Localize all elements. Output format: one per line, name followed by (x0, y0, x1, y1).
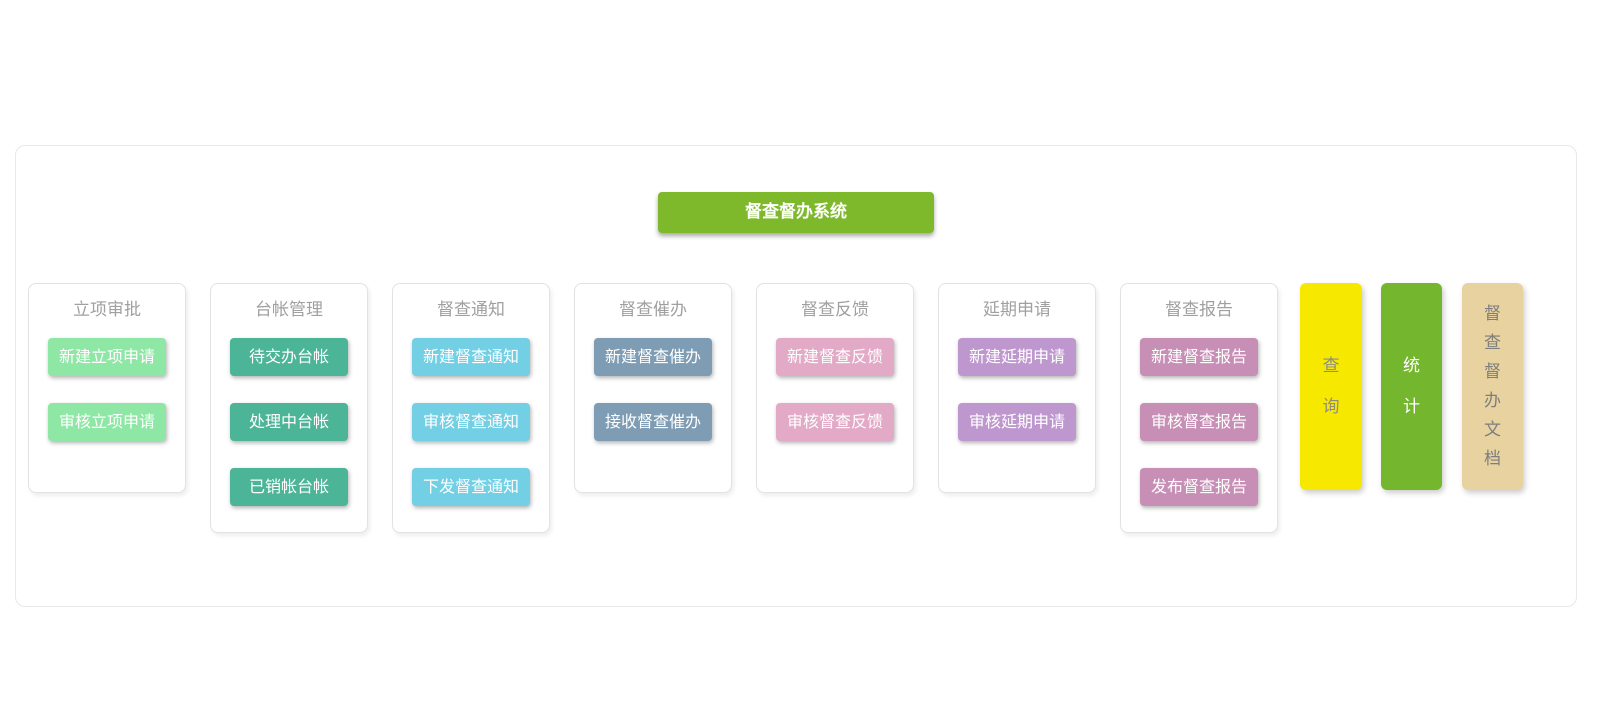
group-panel-extension-request: 延期申请 新建延期申请 审核延期申请 (938, 283, 1096, 493)
new-supervision-notice-button[interactable]: 新建督查通知 (412, 338, 530, 376)
group-panel-ledger-management: 台帐管理 待交办台帐 处理中台帐 已销帐台帐 (210, 283, 368, 533)
group-title: 延期申请 (983, 300, 1051, 320)
system-title-button[interactable]: 督查督办系统 (658, 192, 934, 233)
review-extension-request-button[interactable]: 审核延期申请 (958, 403, 1076, 441)
review-supervision-feedback-button[interactable]: 审核督查反馈 (776, 403, 894, 441)
group-title: 立项审批 (73, 300, 141, 320)
statistics-button[interactable]: 统计 (1381, 283, 1442, 490)
issue-supervision-notice-button[interactable]: 下发督查通知 (412, 468, 530, 506)
group-panel-supervision-feedback: 督查反馈 新建督查反馈 审核督查反馈 (756, 283, 914, 493)
in-process-ledger-button[interactable]: 处理中台帐 (230, 403, 348, 441)
new-supervision-urge-button[interactable]: 新建督查催办 (594, 338, 712, 376)
query-button-label: 查询 (1322, 355, 1340, 417)
group-panel-supervision-report: 督查报告 新建督查报告 审核督查报告 发布督查报告 (1120, 283, 1278, 533)
supervision-documents-button[interactable]: 督查督办文档 (1462, 283, 1523, 490)
closed-ledger-button[interactable]: 已销帐台帐 (230, 468, 348, 506)
query-button[interactable]: 查询 (1300, 283, 1362, 490)
group-title: 台帐管理 (255, 300, 323, 320)
new-project-application-button[interactable]: 新建立项申请 (48, 338, 166, 376)
group-panel-supervision-notice: 督查通知 新建督查通知 审核督查通知 下发督查通知 (392, 283, 550, 533)
new-supervision-report-button[interactable]: 新建督查报告 (1140, 338, 1258, 376)
publish-supervision-report-button[interactable]: 发布督查报告 (1140, 468, 1258, 506)
review-project-application-button[interactable]: 审核立项申请 (48, 403, 166, 441)
review-supervision-report-button[interactable]: 审核督查报告 (1140, 403, 1258, 441)
group-title: 督查通知 (437, 300, 505, 320)
group-title: 督查催办 (619, 300, 687, 320)
group-title: 督查报告 (1165, 300, 1233, 320)
group-title: 督查反馈 (801, 300, 869, 320)
review-supervision-notice-button[interactable]: 审核督查通知 (412, 403, 530, 441)
statistics-button-label: 统计 (1402, 355, 1420, 417)
pending-assignment-ledger-button[interactable]: 待交办台帐 (230, 338, 348, 376)
group-panel-project-approval: 立项审批 新建立项申请 审核立项申请 (28, 283, 186, 493)
supervision-documents-button-label: 督查督办文档 (1483, 303, 1501, 469)
new-supervision-feedback-button[interactable]: 新建督查反馈 (776, 338, 894, 376)
receive-supervision-urge-button[interactable]: 接收督查催办 (594, 403, 712, 441)
new-extension-request-button[interactable]: 新建延期申请 (958, 338, 1076, 376)
group-panel-supervision-urge: 督查催办 新建督查催办 接收督查催办 (574, 283, 732, 493)
